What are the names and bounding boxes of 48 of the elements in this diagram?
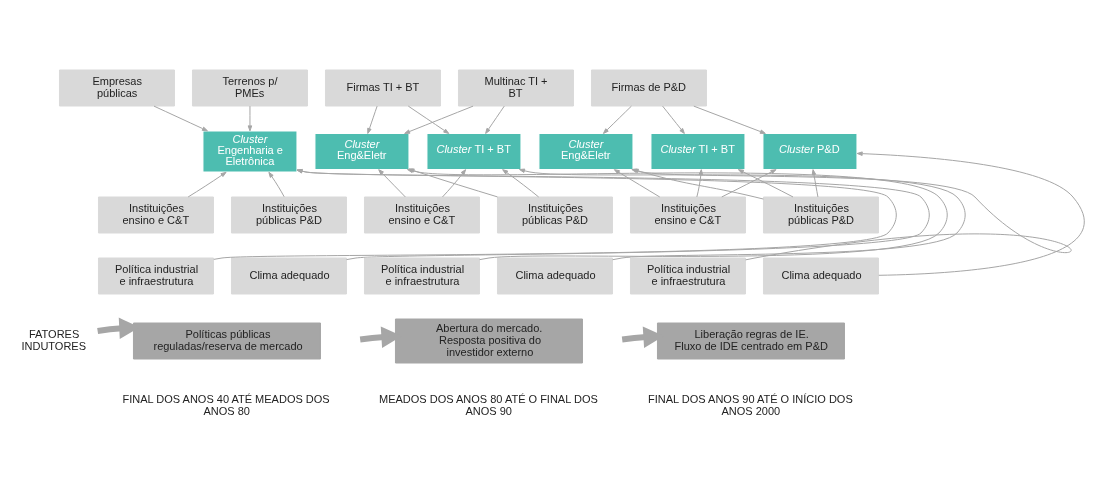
arrow: [268, 171, 285, 197]
node-box: Firmas de P&D: [590, 69, 707, 106]
node-box: Instituições públicas P&D: [762, 196, 879, 233]
node-box: Cluster Engenharia e Eletrônica: [202, 130, 298, 172]
arrow: [442, 168, 467, 197]
label: MEADOS DOS ANOS 80 ATÉ O FINAL DOS ANOS 90: [378, 392, 598, 417]
node-box: Cluster P&D: [762, 132, 858, 170]
arrow: [378, 168, 406, 197]
node-box: Cluster TI + BT: [650, 132, 746, 170]
node-box: Clima adequado: [496, 257, 613, 294]
arrow: [811, 168, 819, 197]
node-box: Clima adequado: [762, 257, 879, 294]
label: FINAL DOS ANOS 40 ATÉ MEADOS DOS ANOS 80: [122, 392, 330, 417]
arrow: [153, 105, 208, 131]
node-box: Cluster TI + BT: [426, 132, 522, 170]
node-box: Cluster Eng&Eletr: [314, 132, 410, 170]
label: FINAL DOS ANOS 90 ATÉ O INÍCIO DOS ANOS 2000: [647, 392, 853, 417]
node-text: FATORES INDUTORES: [21, 327, 87, 352]
arrow: [602, 105, 632, 134]
arrow: [693, 105, 766, 134]
node-box: Terrenos p/ PMEs: [191, 69, 308, 106]
arrow: [856, 150, 1085, 276]
node-box: Instituições públicas P&D: [230, 196, 347, 233]
arrow: [485, 105, 505, 134]
node-box: Política industrial e infraestrutura: [97, 257, 214, 294]
arrow: [721, 168, 777, 197]
arrow: [502, 168, 540, 197]
node-box: Clima adequado: [230, 257, 347, 294]
arrow: [247, 105, 253, 131]
arrow: [737, 168, 794, 197]
arrow: [662, 105, 685, 134]
node-box: Instituições ensino e C&T: [97, 196, 214, 233]
arrow: [404, 105, 474, 134]
node-box: Firmas TI + BT: [324, 69, 441, 106]
arrow: [407, 105, 450, 134]
node-box: Cluster Eng&Eletr: [538, 132, 634, 170]
arrow: [367, 105, 378, 134]
node-box: Multinac TI + BT: [457, 69, 574, 106]
node-box: Liberação regras de IE. Fluxo de IDE centrado em P&D: [656, 322, 845, 359]
node-box: Empresas públicas: [58, 69, 175, 106]
node-box: Política industrial e infraestrutura: [363, 257, 480, 294]
node-box: Instituições ensino e C&T: [629, 196, 746, 233]
node-box: Política industrial e infraestrutura: [629, 257, 746, 294]
node-box: Abertura do mercado. Resposta positiva do investidor externo: [394, 318, 583, 363]
node-box: Instituições públicas P&D: [496, 196, 613, 233]
node-box: Políticas públicas reguladas/reserva de mercado: [132, 322, 321, 359]
arrow: [187, 171, 227, 197]
node-box: Instituições ensino e C&T: [363, 196, 480, 233]
